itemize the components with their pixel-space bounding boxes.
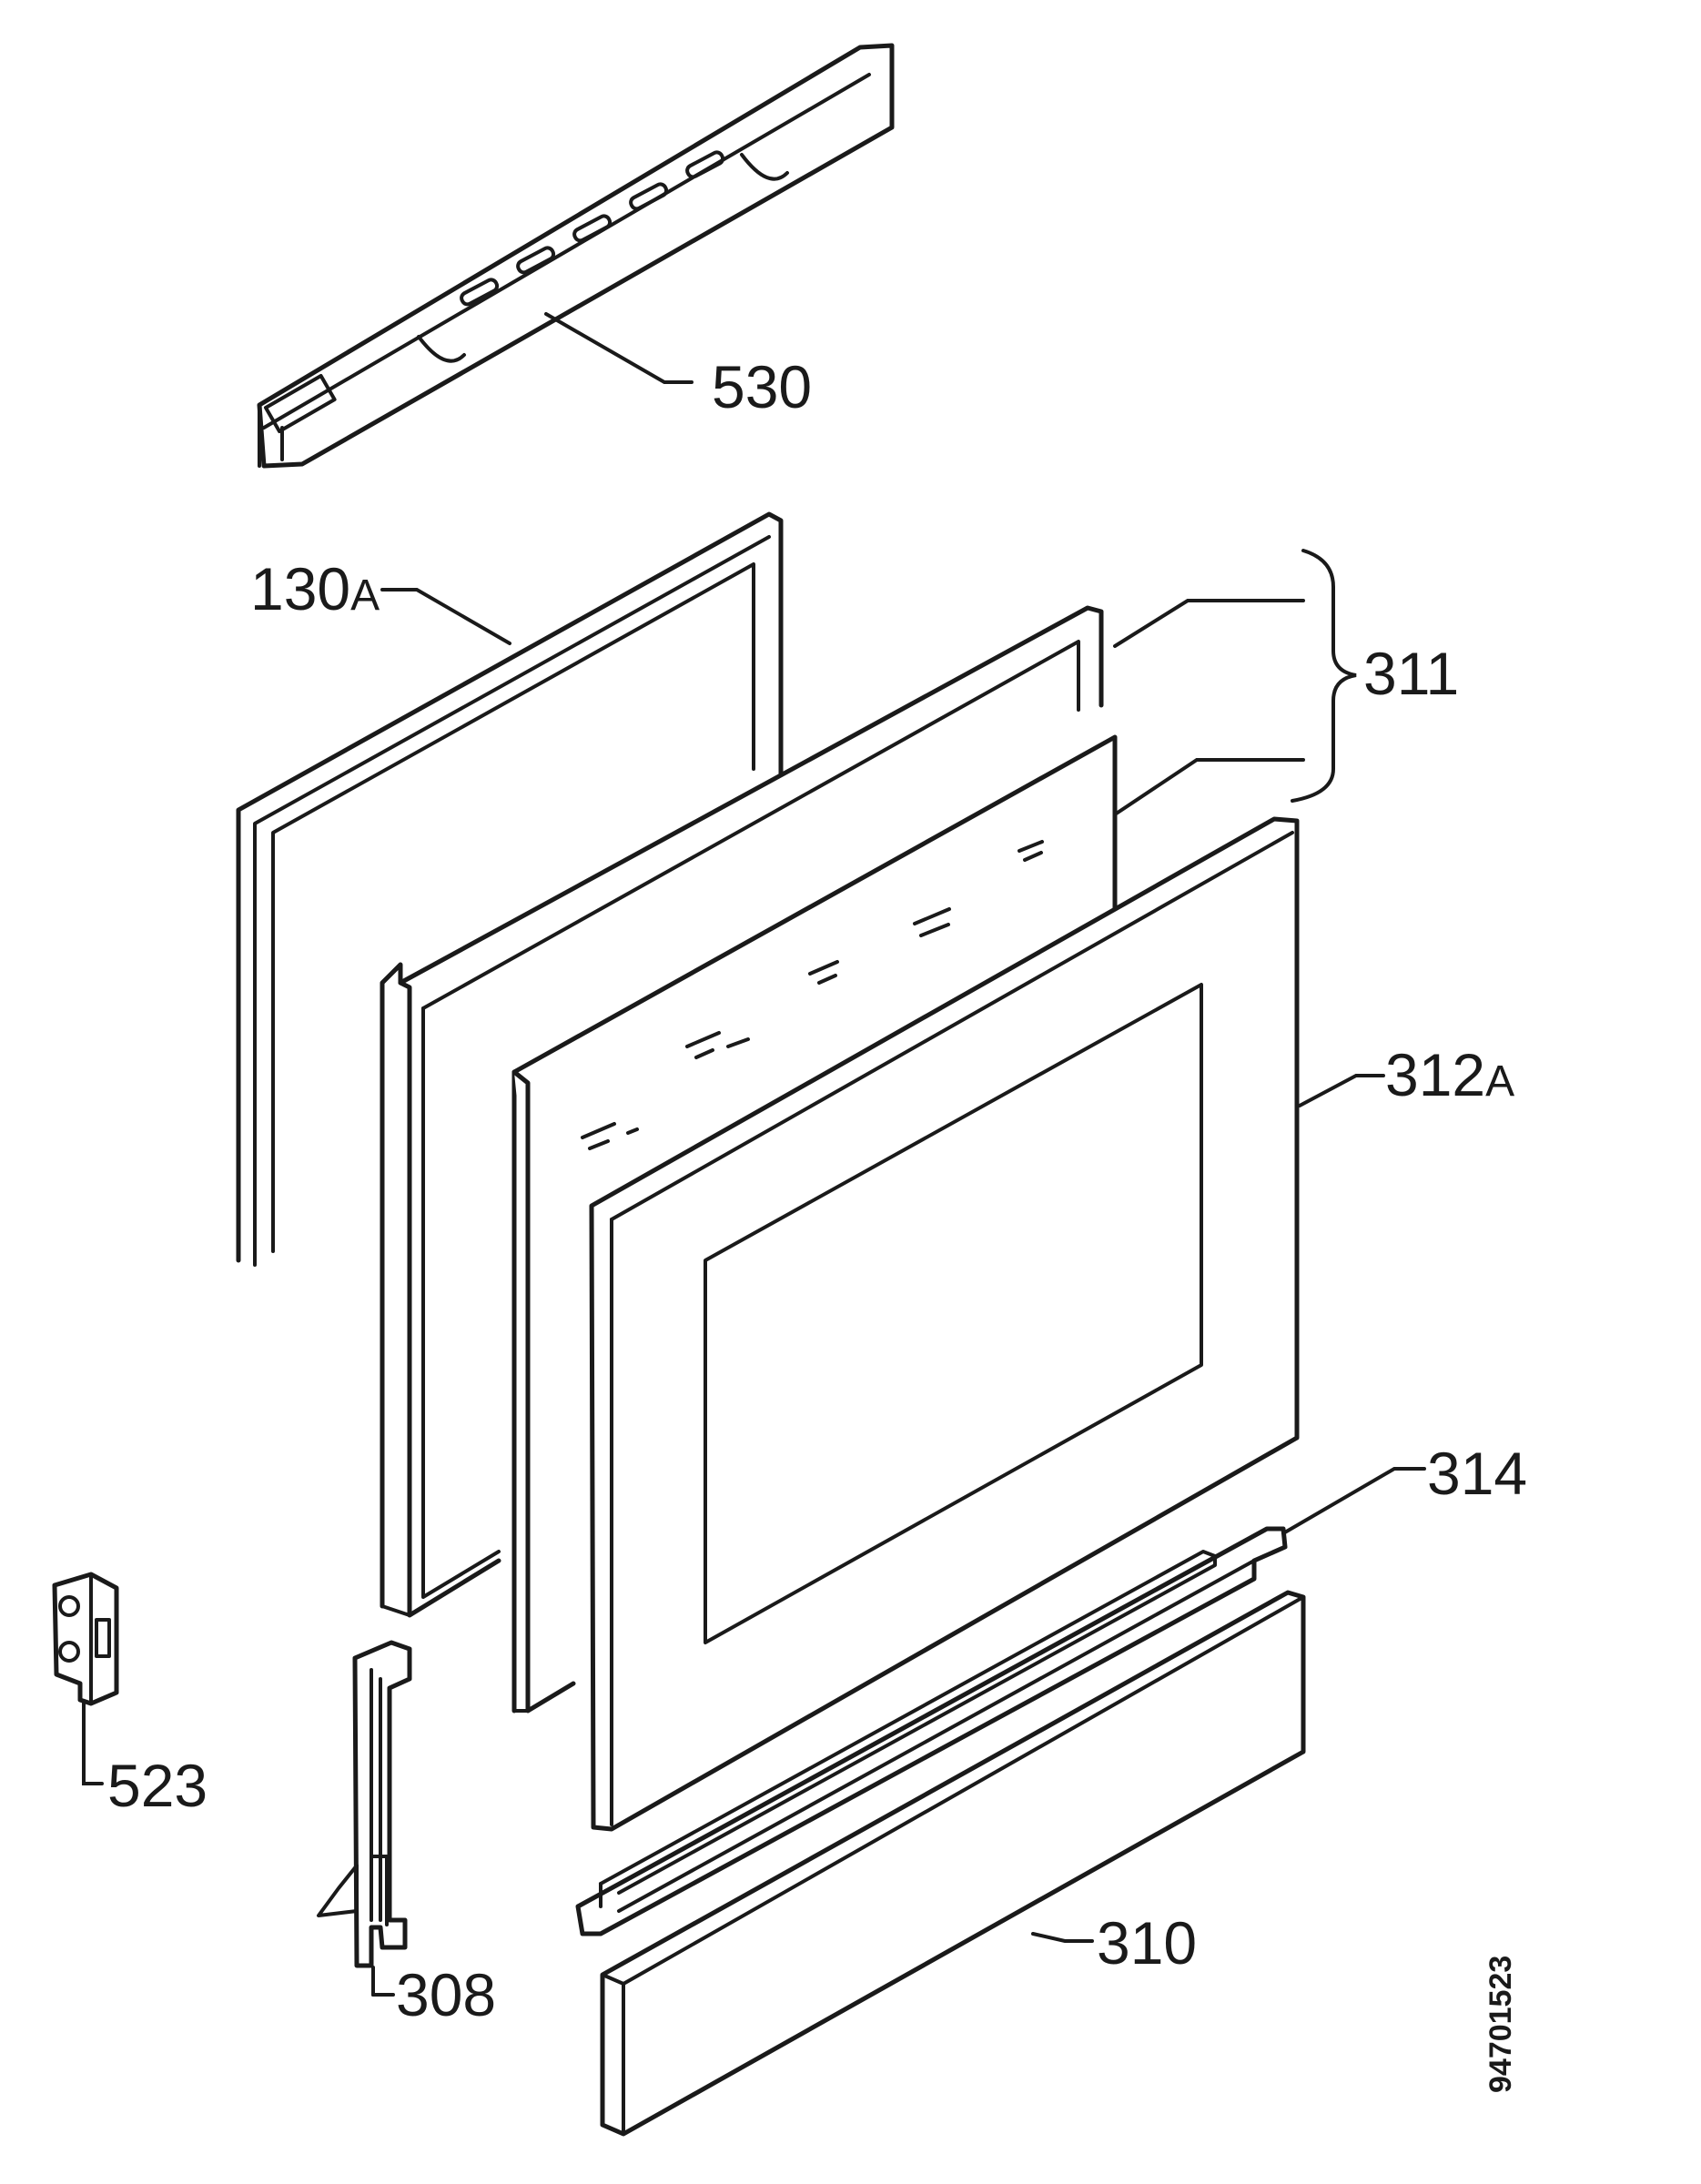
part-312a-outer-glass: [589, 816, 1300, 1832]
label-311: 311: [1363, 640, 1459, 707]
leader-310: [1031, 1932, 1094, 1943]
leader-314: [1281, 1467, 1426, 1535]
label-308: 308: [396, 1961, 496, 2028]
label-530: 530: [712, 353, 812, 420]
leader-523: [82, 1700, 104, 1785]
leader-311-lower: [1113, 758, 1305, 816]
part-labels: 530 130A 311 312A 314 523 308 310 947015…: [107, 353, 1527, 2093]
label-310: 310: [1097, 1909, 1197, 1977]
part-130a-seal-frame: [236, 511, 784, 1267]
leader-530: [544, 312, 694, 384]
part-523-hinge-bracket: [52, 1572, 119, 1706]
bracket-311: [1291, 549, 1357, 803]
part-308-hinge: [317, 1640, 412, 1968]
leader-312a: [1298, 1074, 1385, 1107]
leader-lines: [82, 312, 1426, 1997]
label-312a: 312A: [1385, 1041, 1514, 1108]
label-130a: 130A: [250, 555, 380, 622]
document-number: 94701523: [1483, 1956, 1518, 2093]
leader-130a: [380, 588, 511, 645]
glass-reflection-marks: [581, 840, 1044, 1150]
part-314-trim-rail: [575, 1526, 1288, 1936]
label-314: 314: [1427, 1440, 1527, 1507]
part-530-handle-bar: [257, 43, 895, 469]
handle-slots: [460, 150, 725, 307]
leader-311-upper: [1113, 599, 1305, 648]
part-310-bottom-panel: [600, 1590, 1306, 2137]
label-523: 523: [107, 1752, 208, 1819]
